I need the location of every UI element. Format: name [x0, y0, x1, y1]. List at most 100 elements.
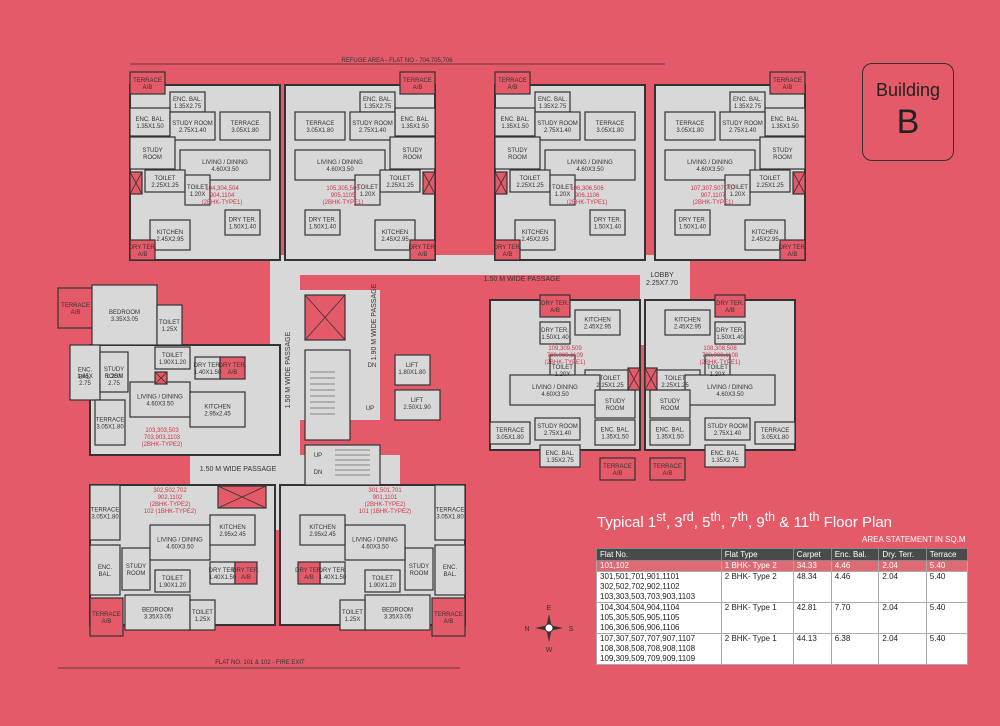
room-size: 3.35X3.05: [384, 615, 412, 621]
room-size: 1.40X1.50: [209, 575, 237, 581]
terrace: [664, 111, 716, 141]
flat-type-label: (2BHK-TYPE2): [142, 442, 183, 448]
room-size: A/B: [304, 575, 314, 581]
study-room: [494, 136, 541, 170]
room-size: 2.25X1.25: [386, 183, 414, 189]
room-name: TOILET: [155, 176, 176, 182]
kitchen: [189, 391, 246, 428]
lift-label: LIFT: [406, 363, 419, 369]
lift-size: 1.80X1.80: [398, 370, 426, 376]
study-room: [704, 417, 751, 441]
dry-terrace: [674, 209, 711, 236]
kitchen: [574, 309, 621, 336]
room-name: ENC. BAL.: [538, 97, 567, 103]
room-size: 4.60X3.50: [361, 545, 389, 551]
room-name: STUDY: [402, 148, 422, 154]
room-name: DRY TER.: [194, 363, 222, 369]
room-name: STUDY: [409, 564, 429, 570]
dry-terrace: [539, 321, 571, 345]
room-name: ENC. BAL.: [600, 428, 629, 434]
room-size: 4.60X3.50: [166, 545, 194, 551]
toilet: [364, 569, 401, 593]
flat-type-label: 102 (1BHK-TYPE2): [144, 509, 196, 515]
room-name: DRY TER.: [209, 568, 237, 574]
stair-down-label: DN: [368, 363, 377, 369]
shaft-cross: [494, 171, 508, 195]
room-size: BAL.: [443, 572, 456, 578]
study-room: [129, 136, 176, 170]
room-name: TERRACE: [676, 121, 705, 127]
study-room: [99, 351, 129, 393]
room-size: A/B: [418, 252, 428, 258]
room-size: 2.25X1.25: [596, 383, 624, 389]
room-name: ENC.: [78, 368, 93, 374]
room-size: 3.05X1.80: [496, 435, 524, 441]
area-col-header: Terrace: [925, 548, 969, 561]
flat-type-label: (2BHK-TYPE1): [567, 200, 608, 206]
room-size: 3.05X1.80: [676, 128, 704, 134]
room-name: TERRACE: [91, 508, 120, 514]
room-size: 1.50X1.40: [679, 225, 707, 231]
room-size: 1.20X: [360, 192, 376, 198]
left-passage-label: 1.50 M WIDE PASSAGE: [285, 331, 292, 408]
room-size: 2.25X1.25: [756, 183, 784, 189]
table-cell: 44.13: [792, 633, 832, 665]
living-dining: [149, 524, 211, 561]
flat-number-label: 109,309,509: [548, 346, 582, 352]
room-name: ENC. BAL.: [500, 117, 529, 123]
room-size: ROOM: [105, 374, 124, 380]
room-name: TOILET: [552, 185, 573, 191]
flat-number-label: 708,908,1108: [702, 353, 739, 359]
flat-number-label: 107,307,507,707: [690, 186, 736, 192]
room-name: TOILET: [600, 376, 621, 382]
room-name: STUDY ROOM: [172, 121, 213, 127]
room-name: TERRACE: [133, 78, 162, 84]
staircase: [304, 349, 351, 441]
room-name: TOILET: [665, 376, 686, 382]
room-name: TOILET: [552, 365, 573, 371]
room-name: DRY TER.: [541, 328, 569, 334]
terrace: [431, 597, 466, 637]
room-size: A/B: [783, 85, 793, 91]
flat-number-label: 105,305,505: [326, 186, 360, 192]
room-name: STUDY: [126, 564, 146, 570]
room-size: A/B: [725, 308, 735, 314]
room-name: DRY TER.: [779, 245, 807, 251]
room-name: STUDY ROOM: [352, 121, 393, 127]
dry-terrace-ab: [234, 561, 258, 585]
room-name: KITCHEN: [752, 230, 778, 236]
room-size: 1.35X1.50: [501, 124, 529, 130]
area-col-header: Carpet: [792, 548, 832, 561]
room-name: TERRACE: [596, 121, 625, 127]
dry-terrace: [224, 209, 261, 236]
flat-type-label: (2BHK-TYPE1): [545, 360, 586, 366]
dry-terrace-ab: [219, 356, 246, 380]
study-room: [534, 111, 581, 141]
room-size: 1.35X1.50: [601, 435, 629, 441]
lift-shaft: [394, 389, 441, 421]
shaft-cross: [217, 485, 267, 509]
room-size: 2.75X1.40: [359, 128, 387, 134]
room-name: TOILET: [520, 176, 541, 182]
room-size: 1.35X2.75: [711, 458, 739, 464]
building-letter: B: [896, 103, 920, 141]
toilet: [549, 174, 576, 206]
lift-size: 2.50X1.90: [403, 405, 431, 411]
room-size: BAL.: [98, 572, 111, 578]
room-size: 1.40X1.50: [194, 370, 222, 376]
room-name: STUDY: [772, 148, 792, 154]
lift-shaft: [394, 354, 431, 386]
terrace: [754, 421, 796, 445]
area-statement-title: AREA STATEMENT IN SQ.M: [862, 535, 966, 544]
room-size: 2.75X1.40: [729, 128, 757, 134]
room-name: STUDY ROOM: [722, 121, 763, 127]
room-size: 1.90X1.20: [369, 583, 397, 589]
room-size: 1.35X2.75: [174, 104, 202, 110]
study-room: [349, 111, 396, 141]
compass-south: S: [569, 626, 574, 633]
